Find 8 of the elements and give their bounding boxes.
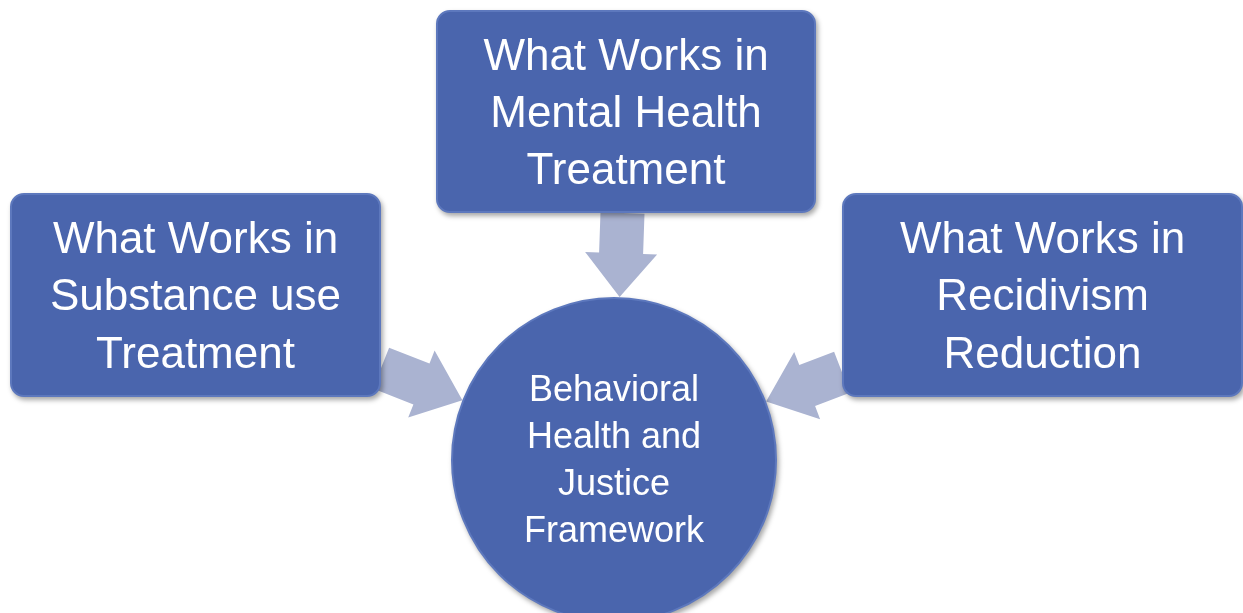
node-text: What Works in Mental Health Treatment xyxy=(482,28,770,196)
block-arrow xyxy=(585,212,658,298)
node-text: What Works in Recidivism Reduction xyxy=(898,212,1187,379)
node-text: What Works in Substance use Treatment xyxy=(48,212,343,379)
topic-box xyxy=(842,193,1243,397)
node-text: Behavioral Health and Justice Framework xyxy=(523,367,705,552)
topic-box xyxy=(10,193,381,397)
topic-box xyxy=(436,10,816,213)
